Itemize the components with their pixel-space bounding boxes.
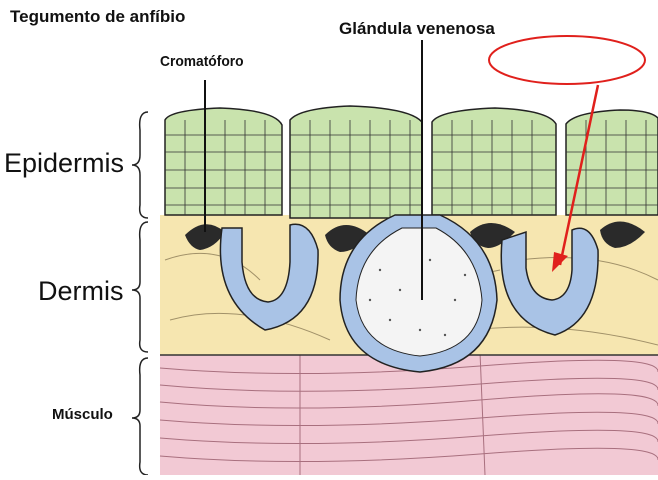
small-glands bbox=[219, 223, 599, 336]
epidermis-layer bbox=[164, 105, 658, 219]
epidermis-cell-grid bbox=[165, 120, 658, 218]
diagram-title: Tegumento de anfíbio bbox=[10, 7, 186, 26]
label-musculo: Músculo bbox=[52, 406, 113, 423]
label-epidermis: Epidermis bbox=[4, 148, 125, 178]
highlight-ellipse bbox=[488, 35, 646, 85]
label-cromatoforo: Cromatóforo bbox=[160, 53, 244, 70]
arrow-head bbox=[552, 252, 568, 272]
layer-brackets bbox=[131, 111, 149, 476]
highlight-arrow bbox=[558, 84, 600, 266]
label-glandula-venenosa: Glándula venenosa bbox=[339, 19, 495, 38]
label-dermis: Dermis bbox=[38, 276, 124, 306]
gland-granules bbox=[368, 258, 467, 337]
muscle-fibers bbox=[159, 351, 658, 476]
poison-gland bbox=[339, 214, 498, 373]
